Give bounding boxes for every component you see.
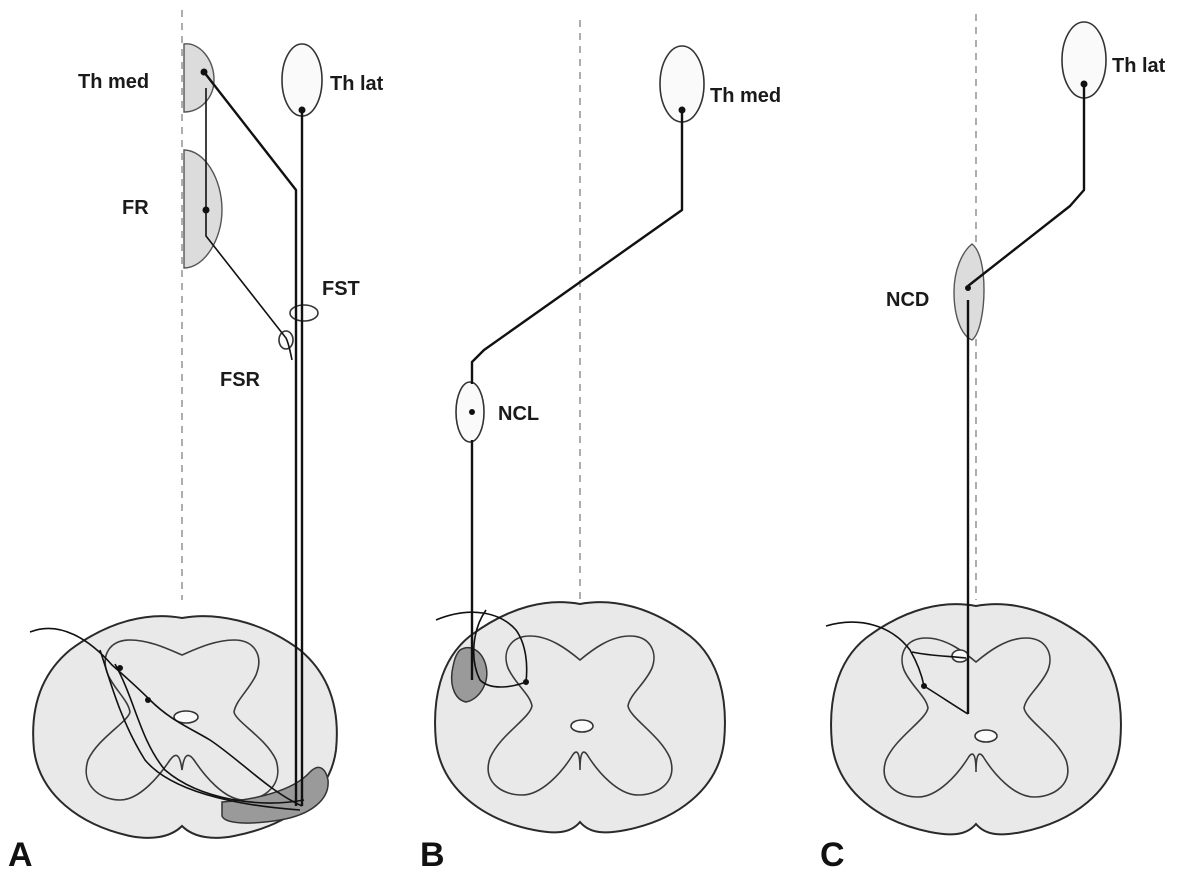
- panel-a: Th med Th lat FR FST FSR A: [8, 10, 384, 874]
- panel-a-node-5: [117, 665, 123, 671]
- panel-a-label-th-med: Th med: [78, 71, 149, 93]
- panel-c-ascending-tract: [968, 84, 1084, 286]
- panel-c-node-1: [1081, 81, 1088, 88]
- panel-a-fst-marker: [290, 305, 318, 321]
- panel-a-label-fr: FR: [122, 197, 149, 219]
- panel-b-node-2: [469, 409, 475, 415]
- panel-a-label-fst: FST: [322, 278, 360, 300]
- panel-b-ascending-tract: [472, 110, 682, 384]
- panel-c-node-2: [965, 285, 971, 291]
- panel-c-letter: C: [820, 836, 845, 874]
- panel-a-node-1: [201, 69, 208, 76]
- panel-c-central-canal: [975, 730, 997, 742]
- panel-b-node-1: [679, 107, 686, 114]
- panel-a-node-3: [203, 207, 210, 214]
- panel-b-central-canal: [571, 720, 593, 732]
- panel-a-label-th-lat: Th lat: [330, 73, 384, 95]
- panel-c-label-ncd: NCD: [886, 289, 929, 311]
- panel-a-th-lat-circle: [282, 44, 322, 116]
- panel-a-fsr-marker: [279, 331, 293, 349]
- panel-a-letter: A: [8, 836, 33, 874]
- panel-a-node-2: [299, 107, 306, 114]
- panel-c-node-3: [921, 683, 927, 689]
- panel-b-letter: B: [420, 836, 445, 874]
- panel-b-label-th-med: Th med: [710, 85, 781, 107]
- panel-c-spinal-cord: [831, 604, 1121, 834]
- panel-b-label-ncl: NCL: [498, 403, 539, 425]
- panel-b: Th med NCL B: [420, 20, 781, 874]
- panel-c-label-th-lat: Th lat: [1112, 55, 1166, 77]
- panel-a-label-fsr: FSR: [220, 369, 261, 391]
- panel-a-node-4: [145, 697, 151, 703]
- panel-c-dorsal-marker: [952, 650, 968, 662]
- panel-b-spinal-cord: [435, 602, 725, 832]
- panel-b-node-3: [523, 679, 529, 685]
- panel-c: Th lat NCD C: [820, 14, 1166, 874]
